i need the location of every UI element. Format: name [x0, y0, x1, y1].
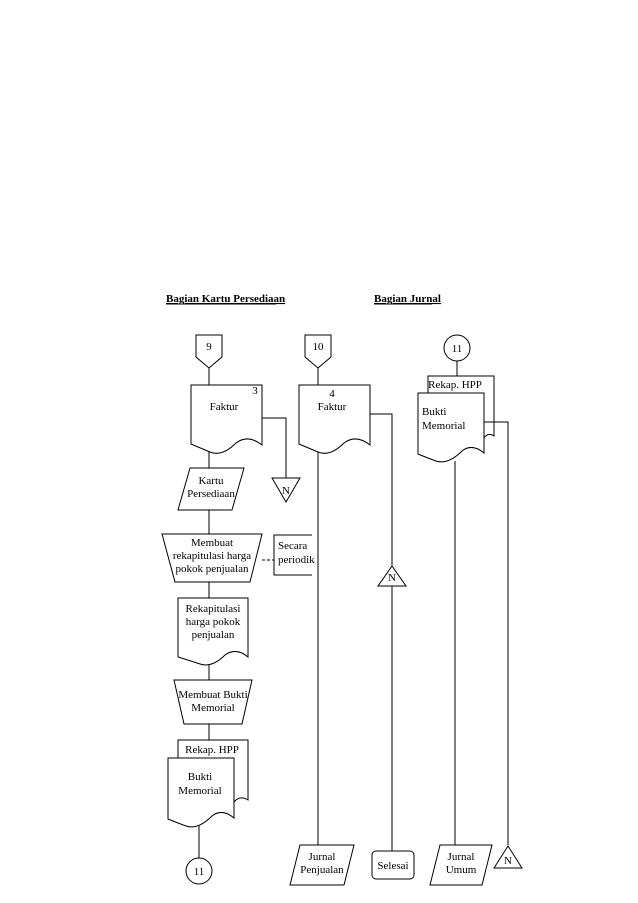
faktur-left-copy: 3: [252, 385, 258, 397]
annotation-line1: Secara: [278, 540, 307, 552]
rekapitulasi-line2: harga pokok: [186, 616, 241, 628]
document-rekapitulasi: Rekapitulasi harga pokok penjualan: [177, 597, 249, 666]
flow-line-to-file: [370, 413, 393, 566]
record-kartu-persediaan: Kartu Persediaan: [177, 467, 245, 511]
process-rekap-line2: rekapitulasi harga: [173, 550, 251, 562]
jurnal-umum-line2: Umum: [446, 864, 477, 876]
connector-9-label: 9: [206, 341, 212, 353]
connector-11-bottom: 11: [185, 857, 213, 885]
file-n-left: N: [271, 477, 301, 503]
connector-11-bottom-label: 11: [194, 866, 205, 878]
jurnal-umum-line1: Jurnal: [448, 851, 475, 863]
rekapitulasi-line3: penjualan: [192, 629, 235, 641]
offpage-connector-9: 9: [195, 334, 223, 369]
document-stack-bottom: Rekap. HPP Bukti Memorial: [167, 739, 249, 828]
jurnal-penjualan-line1: Jurnal: [309, 851, 336, 863]
offpage-connector-10: 10: [304, 334, 332, 369]
file-n-right: N: [493, 845, 523, 869]
bukti-memorial-top-line1: Bukti: [422, 406, 446, 418]
jurnal-penjualan-line2: Penjualan: [300, 864, 344, 876]
document-faktur-right: 4 Faktur: [298, 384, 371, 454]
record-jurnal-penjualan: Jurnal Penjualan: [289, 844, 355, 886]
bukti-memorial-bottom-line1: Bukti: [188, 771, 212, 783]
file-n-mid-label: N: [388, 572, 396, 584]
bukti-memorial-top-line2: Memorial: [422, 420, 465, 432]
process-bukti-line1: Membuat Bukti: [178, 689, 247, 701]
process-bukti-line2: Memorial: [191, 702, 234, 714]
faktur-right-label: Faktur: [318, 401, 347, 413]
annotation-secara-periodik: Secara periodik: [273, 534, 315, 576]
connector-10-label: 10: [313, 341, 325, 353]
process-membuat-rekapitulasi: Membuat rekapitulasi harga pokok penjual…: [161, 533, 263, 583]
rekap-hpp-top-label: Rekap. HPP: [428, 379, 482, 391]
selesai-label: Selesai: [377, 860, 408, 872]
bukti-memorial-bottom-line2: Memorial: [178, 785, 221, 797]
connector-11-top-label: 11: [452, 343, 463, 355]
rekapitulasi-line1: Rekapitulasi: [186, 603, 241, 615]
terminator-selesai: Selesai: [371, 850, 415, 880]
file-n-right-label: N: [504, 855, 512, 867]
header-bagian-jurnal: Bagian Jurnal: [374, 293, 441, 305]
connector-11-top: 11: [443, 334, 471, 362]
faktur-right-copy: 4: [329, 388, 335, 400]
process-rekap-line3: pokok penjualan: [175, 563, 249, 575]
document-faktur-left: Faktur 3: [190, 384, 263, 454]
flow-line-to-file: [262, 417, 287, 478]
file-n-left-label: N: [282, 485, 290, 497]
record-jurnal-umum: Jurnal Umum: [429, 844, 493, 886]
faktur-left-label: Faktur: [210, 401, 239, 413]
document-stack-top: Rekap. HPP Bukti Memorial: [417, 375, 495, 463]
process-rekap-line1: Membuat: [191, 537, 233, 549]
kartu-persediaan-line2: Persediaan: [187, 488, 235, 500]
file-n-mid: N: [377, 565, 407, 587]
kartu-persediaan-line1: Kartu: [198, 475, 224, 487]
flow-line-to-file: [484, 421, 509, 845]
annotation-line2: periodik: [278, 554, 315, 566]
rekap-hpp-bottom-label: Rekap. HPP: [185, 744, 239, 756]
header-bagian-kartu-persediaan: Bagian Kartu Persediaan: [166, 293, 285, 305]
process-membuat-bukti-memorial: Membuat Bukti Memorial: [173, 679, 253, 725]
